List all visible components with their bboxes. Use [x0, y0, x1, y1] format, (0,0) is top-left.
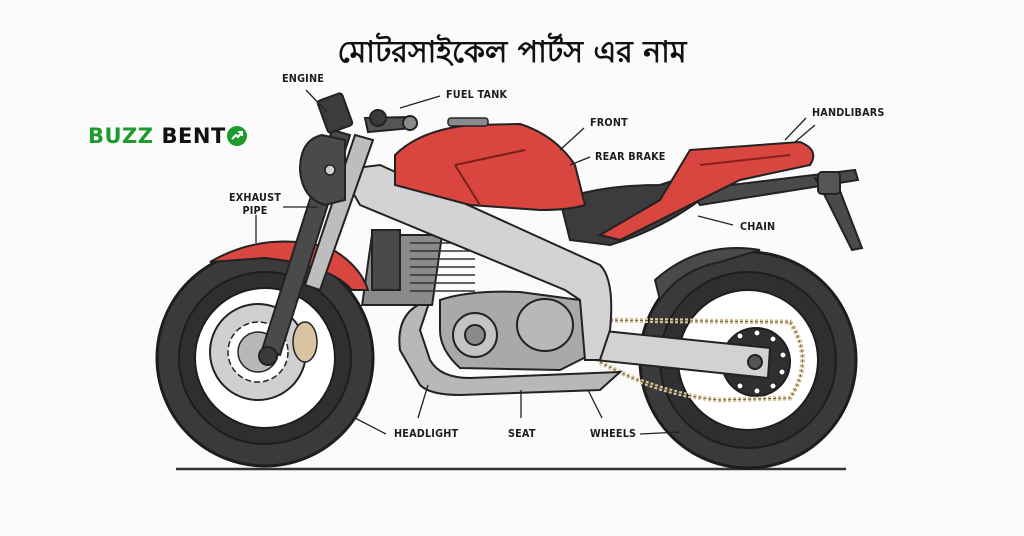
logo-text-buzz: BUZZ [88, 124, 154, 148]
logo-text-bento: BENT [161, 124, 226, 148]
label-engine: ENGINE [282, 72, 325, 85]
leader-lines [255, 89, 816, 435]
label-chain: CHAIN [740, 220, 776, 233]
label-front: FRONT [590, 116, 628, 129]
label-handlebars: HANDLIBARS [812, 106, 885, 119]
handlebar [363, 109, 418, 134]
label-wheels: WHEELS [590, 427, 637, 440]
label-seat: SEAT [508, 427, 536, 440]
tail-cowl [597, 140, 815, 242]
instrument-cluster [316, 92, 354, 134]
label-headlight: HEADLIGHT [394, 427, 459, 440]
label-fuel-tank: FUEL TANK [446, 88, 508, 101]
lower-frame [398, 298, 623, 397]
label-rear-brake: REAR BRAKE [595, 150, 666, 163]
headlight [298, 133, 346, 207]
label-exhaust-pipe-line2: PIPE [242, 204, 268, 217]
label-exhaust-pipe-line1: EXHAUST [228, 191, 282, 204]
label-exhaust-pipe: EXHAUST PIPE [228, 191, 283, 217]
engine-block [360, 229, 592, 372]
fuel-tank [394, 117, 587, 212]
tail-section [688, 168, 864, 252]
trending-up-icon [226, 126, 247, 146]
brand-logo: BUZZ BENT [88, 124, 247, 148]
page-title: মোটরসাইকেল পার্টস এর নাম [337, 35, 687, 70]
main-frame [338, 163, 613, 361]
